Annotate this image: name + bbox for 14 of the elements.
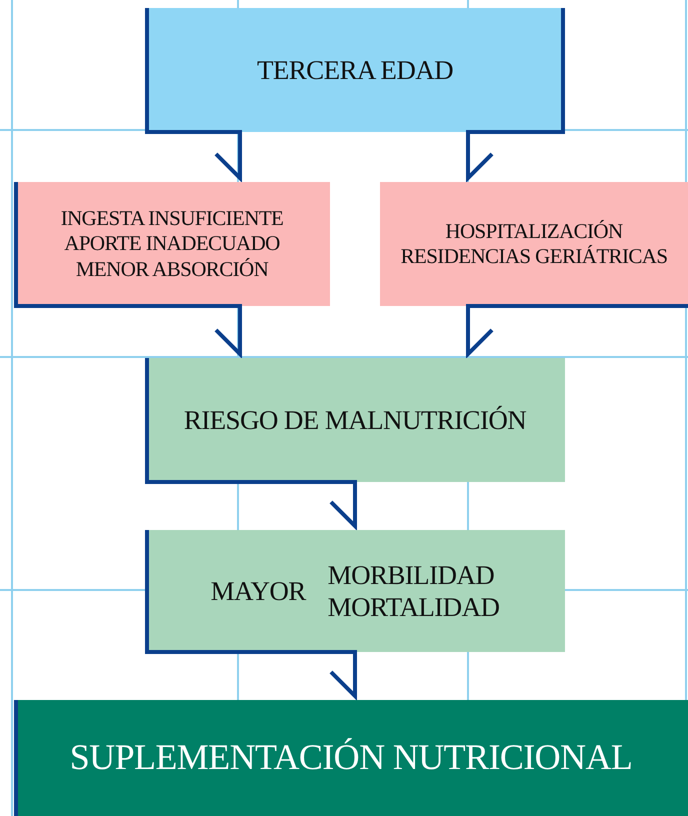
arrow [214,304,242,356]
node-text: INGESTA INSUFICIENTE APORTE INADECUADO MENOR ABSORCIÓN [60,206,284,282]
node-text: MORBILIDAD MORTALIDAD [328,558,500,624]
node-text: TERCERA EDAD [256,54,454,86]
node-text: SUPLEMENTACIÓN NUTRICIONAL [70,736,632,780]
arrow [329,650,357,698]
arrow [466,130,494,180]
arrow [329,480,357,528]
arrow [466,304,494,356]
node-text: HOSPITALIZACIÓN RESIDENCIAS GERIÁTRICAS [400,218,668,270]
node-text: RIESGO DE MALNUTRICIÓN [184,404,526,436]
arrow [214,130,242,180]
node-text: MAYOR [210,574,306,608]
cause-box [380,182,688,306]
